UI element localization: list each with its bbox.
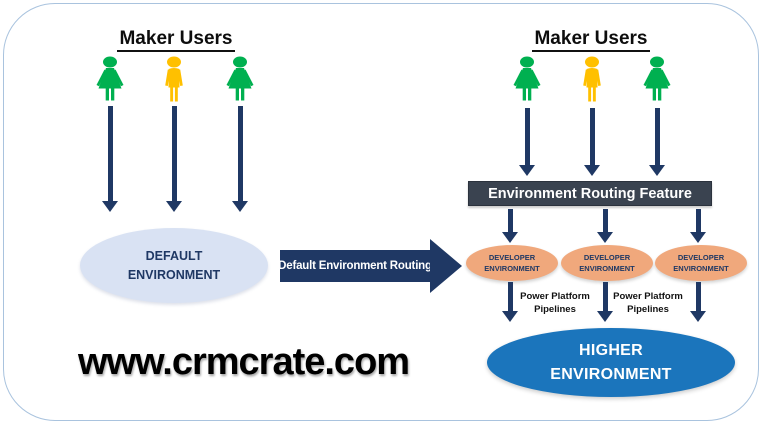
- environment-routing-feature-label: Environment Routing Feature: [488, 185, 692, 202]
- down-arrow: [502, 209, 518, 243]
- right-arrowhead-icon: [430, 239, 462, 293]
- female-user-icon: [513, 56, 541, 101]
- left-maker-users-title-text: Maker Users: [117, 28, 235, 52]
- environment-routing-feature-bar: Environment Routing Feature: [468, 181, 712, 206]
- diagram-border-frame: [3, 3, 759, 421]
- down-arrow: [649, 108, 665, 176]
- male-user-icon: [583, 56, 601, 102]
- power-platform-pipelines-label: Power Platform Pipelines: [520, 291, 590, 316]
- down-arrow: [690, 282, 706, 322]
- left-maker-users-title: Maker Users: [91, 28, 261, 52]
- female-user-icon: [643, 56, 671, 101]
- default-environment-routing-arrow: Default Environment Routing: [278, 250, 432, 282]
- default-environment-routing-label: Default Environment Routing: [278, 260, 432, 272]
- default-environment-label: DEFAULT ENVIRONMENT: [127, 248, 221, 282]
- power-platform-pipelines-label: Power Platform Pipelines: [613, 291, 683, 316]
- down-arrow: [597, 282, 613, 322]
- down-arrow: [584, 108, 600, 176]
- down-arrow: [519, 108, 535, 176]
- down-arrow: [502, 282, 518, 322]
- default-environment-ellipse: DEFAULT ENVIRONMENT: [80, 228, 268, 303]
- right-maker-users-title: Maker Users: [506, 28, 676, 52]
- female-user-icon: [226, 56, 254, 101]
- website-watermark: www.crmcrate.com: [78, 341, 410, 383]
- developer-environment-label: DEVELOPER ENVIRONMENT: [484, 252, 540, 273]
- developer-environment-label: DEVELOPER ENVIRONMENT: [579, 252, 635, 273]
- down-arrow: [166, 106, 182, 212]
- developer-environment-ellipse: DEVELOPER ENVIRONMENT: [561, 245, 653, 281]
- female-user-icon: [96, 56, 124, 101]
- higher-environment-label: HIGHER ENVIRONMENT: [550, 342, 672, 383]
- developer-environment-ellipse: DEVELOPER ENVIRONMENT: [466, 245, 558, 281]
- developer-environment-label: DEVELOPER ENVIRONMENT: [673, 252, 729, 273]
- right-maker-users-title-text: Maker Users: [532, 28, 650, 52]
- developer-environment-ellipse: DEVELOPER ENVIRONMENT: [655, 245, 747, 281]
- male-user-icon: [165, 56, 183, 102]
- down-arrow: [102, 106, 118, 212]
- down-arrow: [597, 209, 613, 243]
- down-arrow: [690, 209, 706, 243]
- down-arrow: [232, 106, 248, 212]
- higher-environment-ellipse: HIGHER ENVIRONMENT: [487, 328, 735, 397]
